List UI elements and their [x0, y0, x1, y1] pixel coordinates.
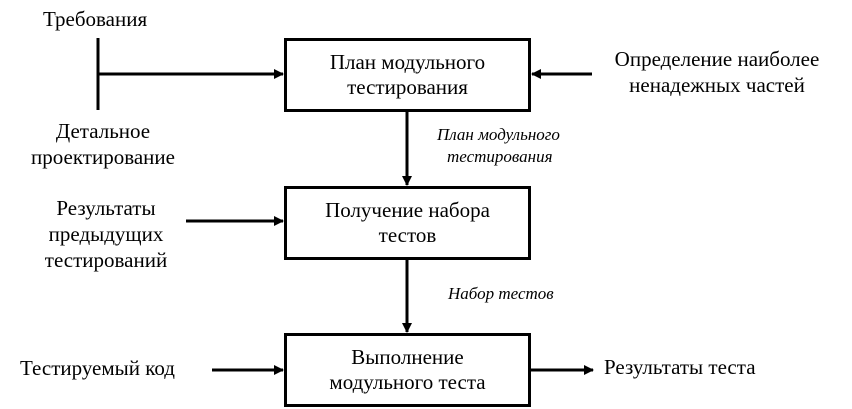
label-previous-results-line1: Результаты [56, 196, 156, 220]
label-unreliable-parts-line2: ненадежных частей [629, 73, 805, 97]
label-requirements: Требования [43, 7, 148, 31]
label-detailed-design-line1: Детальное [55, 119, 151, 143]
label-code-under-test: Тестируемый код [20, 356, 175, 380]
box-execute-unit-test: Выполнение модульного теста [284, 333, 531, 407]
label-previous-results-line3: тестирований [44, 248, 168, 272]
box-obtain-test-set-line1: Получение набора [325, 198, 490, 222]
label-unreliable-parts: Определение наиболее ненадежных частей [594, 46, 840, 98]
label-previous-results-line2: предыдущих [48, 222, 164, 246]
box-execute-unit-test-line1: Выполнение [351, 345, 464, 369]
label-test-results: Результаты теста [604, 355, 756, 379]
label-unreliable-parts-line1: Определение наиболее [614, 47, 820, 71]
box-execute-unit-test-line2: модульного теста [329, 370, 486, 394]
box-unit-test-plan: План модульного тестирования [284, 38, 531, 112]
label-detailed-design: Детальное проектирование [18, 118, 188, 170]
box-obtain-test-set: Получение набора тестов [284, 186, 531, 260]
box-obtain-test-set-line2: тестов [378, 223, 437, 247]
box-unit-test-plan-line2: тестирования [347, 75, 468, 99]
flow-label-plan-line2: тестирования [447, 147, 553, 166]
flow-label-test-set: Набор тестов [448, 284, 554, 303]
label-previous-results: Результаты предыдущих тестирований [20, 195, 192, 273]
flow-label-plan-line1: План модульного [437, 125, 560, 144]
flow-label-plan: План модульного тестирования [437, 124, 560, 168]
label-detailed-design-line2: проектирование [31, 145, 175, 169]
box-unit-test-plan-line1: План модульного [329, 50, 486, 74]
